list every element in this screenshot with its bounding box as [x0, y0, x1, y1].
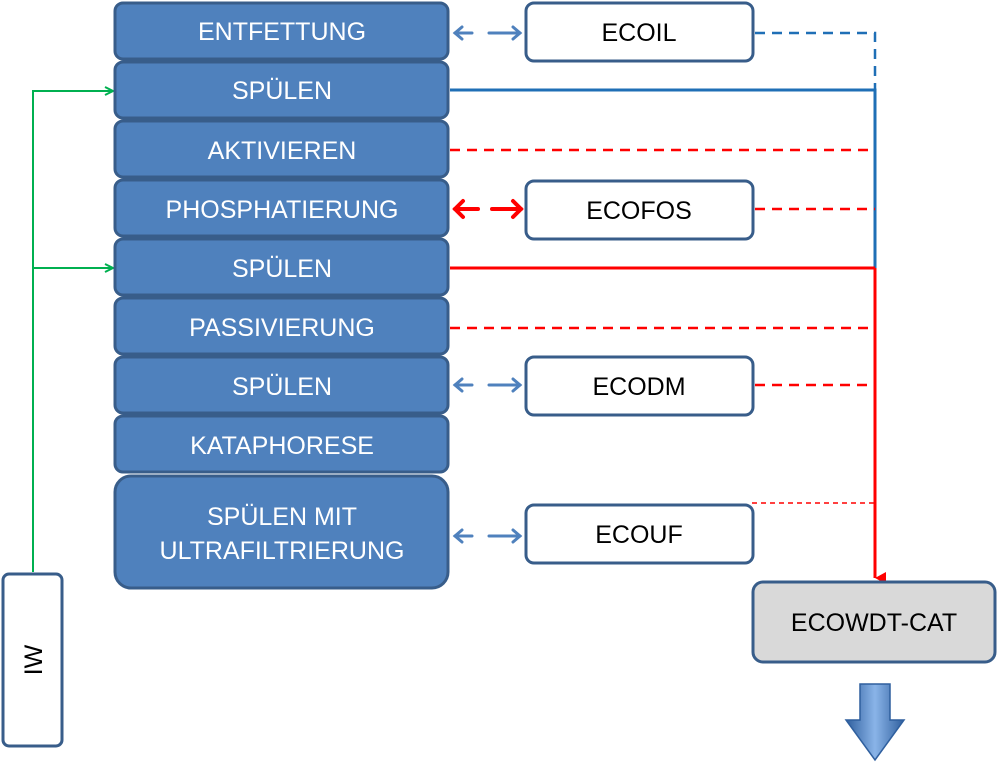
ecofos-unit: ECOFOS [524, 179, 755, 241]
step-label: SPÜLEN [232, 77, 332, 105]
ecoil-drain-line [755, 31, 877, 90]
eco-units: ECOIL ECOFOS ECODM ECOUF [524, 1, 755, 565]
step-label: PASSIVIERUNG [189, 314, 375, 342]
iw-source: IW [1, 572, 64, 748]
connection-lines [450, 31, 886, 584]
step-spuelen-2: SPÜLEN [113, 237, 450, 297]
step-label: KATAPHORESE [190, 432, 374, 460]
step-spuelen-ultrafiltrierung: SPÜLEN MIT ULTRAFILTRIERUNG [113, 474, 450, 590]
step-kataphorese: KATAPHORESE [113, 414, 450, 474]
iw-label: IW [20, 644, 48, 675]
step-label: AKTIVIEREN [208, 137, 357, 165]
step-label-line-2: ULTRAFILTRIERUNG [160, 537, 405, 565]
treatment-unit: ECOWDT-CAT [751, 580, 997, 664]
step-spuelen-3: SPÜLEN [113, 355, 450, 415]
ecoil-unit: ECOIL [524, 1, 755, 63]
ecodm-exchange-arrow [452, 377, 523, 393]
step-label: SPÜLEN [232, 255, 332, 283]
step-aktivieren: AKTIVIEREN [113, 119, 450, 179]
outflow-arrow-icon [844, 683, 906, 762]
water-feed-lines [32, 90, 113, 572]
ecouf-label: ECOUF [595, 521, 683, 549]
step-label: SPÜLEN [232, 373, 332, 401]
step-passivierung: PASSIVIERUNG [113, 296, 450, 356]
process-steps: ENTFETTUNG SPÜLEN AKTIVIEREN PHOSPHATIER… [113, 1, 450, 590]
ecouf-exchange-arrow [452, 528, 523, 544]
ecofos-label: ECOFOS [586, 197, 692, 225]
step-spuelen-1: SPÜLEN [113, 60, 450, 120]
treatment-unit-label: ECOWDT-CAT [791, 609, 957, 637]
step-phosphatierung: PHOSPHATIERUNG [113, 178, 450, 238]
ecofos-exchange-arrow [452, 199, 524, 219]
step-entfettung: ENTFETTUNG [113, 1, 450, 61]
ecodm-label: ECODM [592, 373, 685, 401]
ecodm-unit: ECODM [524, 355, 755, 417]
ecoil-exchange-arrow [452, 25, 523, 41]
bidirectional-arrows [452, 25, 524, 544]
ecouf-unit: ECOUF [524, 503, 755, 565]
rinse1-drain-line [450, 88, 877, 268]
ecoil-label: ECOIL [601, 19, 676, 47]
step-label: ENTFETTUNG [198, 18, 366, 46]
step-label: PHOSPHATIERUNG [166, 196, 399, 224]
step-label-line-1: SPÜLEN MIT [207, 503, 357, 531]
